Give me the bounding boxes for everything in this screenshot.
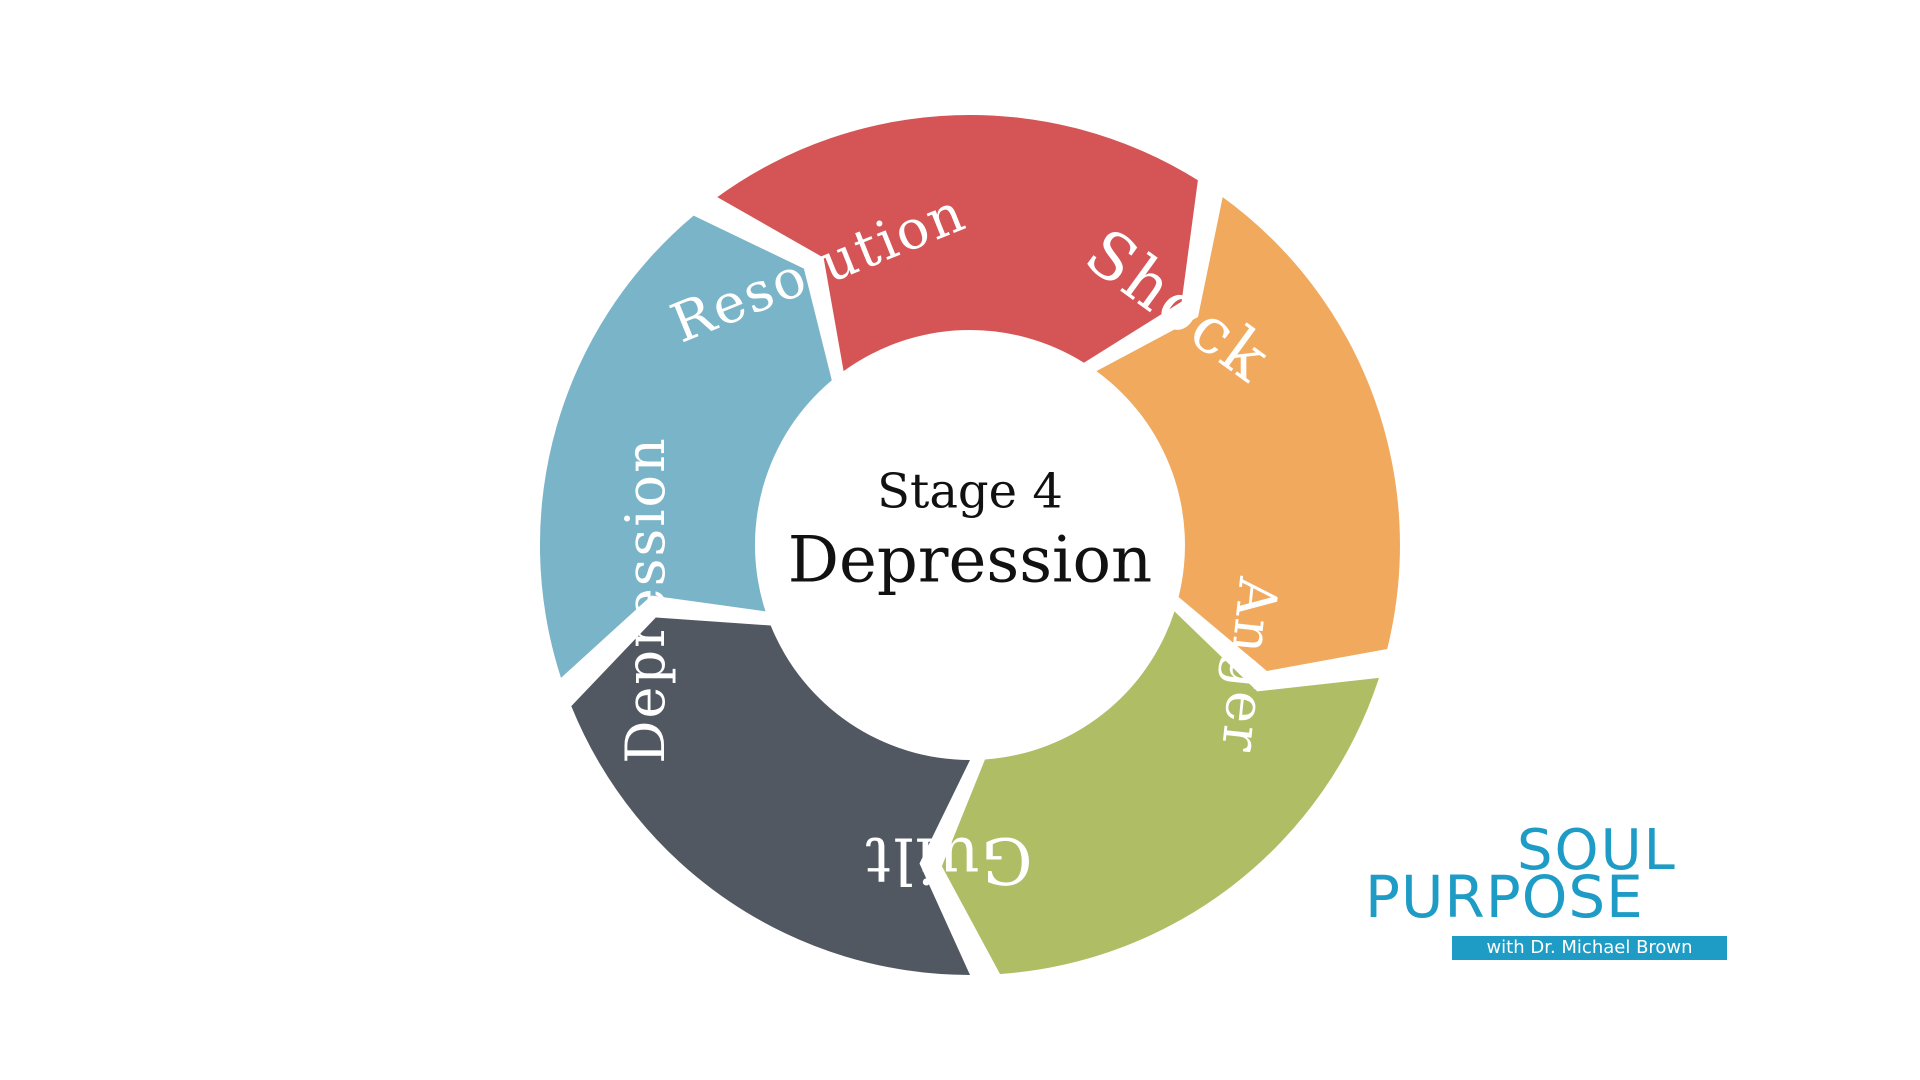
logo-soul-text: SOUL	[1517, 818, 1677, 883]
segment-resolution	[539, 215, 832, 678]
segment-label-guilt: Guilt	[864, 823, 1033, 897]
soul-purpose-logo: SOUL PURPOSE with Dr. Michael Brown	[1365, 818, 1727, 973]
segment-shock	[717, 114, 1198, 372]
center-stage-name: Depression	[788, 524, 1153, 598]
center-stage-number: Stage 4	[877, 464, 1063, 520]
segment-guilt	[941, 611, 1379, 974]
logo-tagline: with Dr. Michael Brown	[1452, 936, 1727, 960]
segment-anger	[1096, 197, 1400, 671]
segment-depression	[571, 617, 970, 975]
segment-label-depression: Depression	[614, 436, 677, 764]
logo-purpose-text: PURPOSE	[1365, 863, 1644, 931]
